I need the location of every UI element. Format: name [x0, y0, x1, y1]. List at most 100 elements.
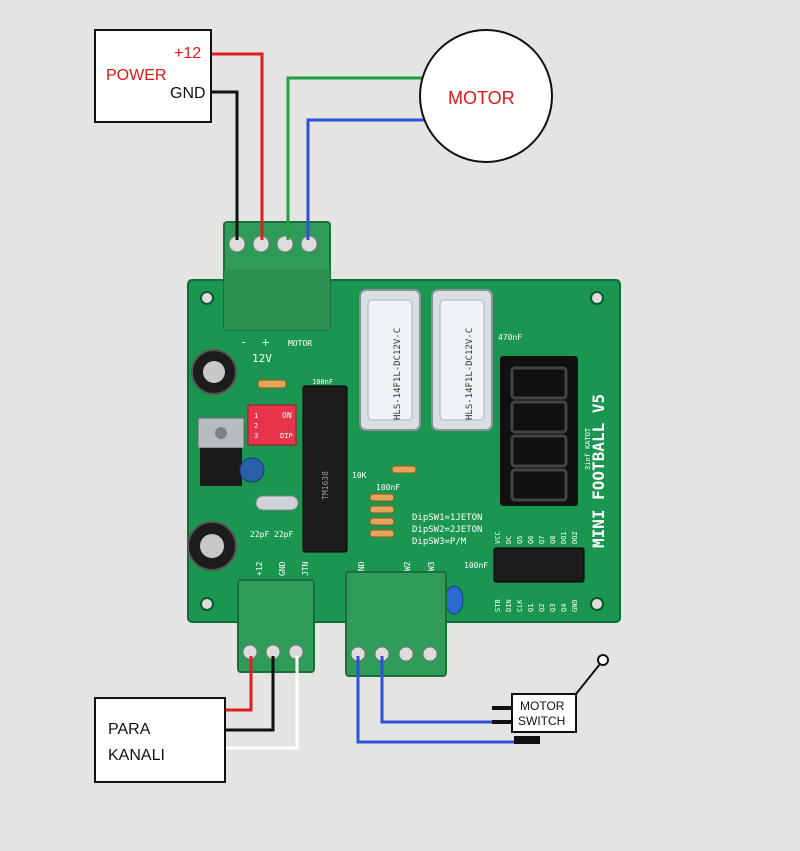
- screw-terminal: [276, 235, 294, 253]
- screw-terminal: [398, 646, 414, 662]
- small-capacitor: [239, 457, 265, 483]
- mcu-label: TM1638: [321, 471, 330, 500]
- mounting-hole: [590, 291, 604, 305]
- switch-lever: [575, 663, 601, 695]
- power-gnd-label: GND: [170, 85, 206, 102]
- pin-label-gnd-left: GND: [278, 561, 287, 576]
- pin-label-gnd-mid: GND: [357, 561, 366, 576]
- pin-label-jtn: JTN: [301, 561, 310, 576]
- motor-block: MOTOR: [419, 29, 553, 163]
- wire-para-white: [226, 656, 299, 750]
- display-pin-top: DO1: [560, 531, 568, 544]
- driver-chip: [493, 547, 585, 583]
- microcontroller-chip: TM1638: [302, 385, 348, 553]
- dip-note-3: DipSW3=P/M: [412, 537, 467, 547]
- relay-2-label: HLS-14F1L-DC12V-C: [465, 328, 475, 420]
- display-pin-bottom: Q3: [549, 604, 557, 612]
- display-pin-bottom: Q4: [560, 604, 568, 612]
- wire-switch-b: [356, 656, 514, 744]
- wires: [210, 52, 514, 750]
- terminal-minus-label: -: [240, 335, 247, 349]
- switch-pin: [492, 720, 512, 724]
- relay-1-label: HLS-14F1L-DC12V-C: [393, 328, 403, 420]
- small-capacitor: [444, 585, 464, 615]
- power-label: POWER: [106, 67, 166, 84]
- display-pin-top: Q7: [538, 536, 546, 544]
- dip-switch: ON DIP 1 2 3: [247, 404, 297, 446]
- electrolytic-capacitor: [187, 521, 237, 571]
- display-pin-bottom: STB: [494, 599, 502, 612]
- label-12v: 12V: [252, 352, 272, 365]
- mounting-hole: [200, 291, 214, 305]
- display-pin-top: DO2: [571, 531, 579, 544]
- power-block: POWER +12 GND: [94, 29, 212, 123]
- wire-power-gnd: [210, 90, 239, 240]
- label-470nf: 470nF: [498, 333, 522, 342]
- dip-notes: DipSW1=1JETON DipSW2=2JETON DipSW3=P/M: [412, 513, 482, 547]
- dip-note-1: DipSW1=1JETON: [412, 513, 482, 523]
- dip-mark-2: 2: [254, 422, 258, 430]
- wire-para-red: [226, 656, 253, 712]
- crystal: [255, 495, 299, 511]
- wire-power-plus: [210, 52, 264, 240]
- mounting-hole: [590, 597, 604, 611]
- display-pin-bottom: Q1: [527, 604, 535, 612]
- display-pin-bottom: DIN: [505, 599, 513, 612]
- resistor-array: [257, 379, 417, 538]
- display-pin-top: Q5: [516, 536, 524, 544]
- para-terminal: [237, 579, 315, 673]
- board-name: MINI FOOTBALL V5: [589, 394, 608, 548]
- pin-label-sw2: SW2: [403, 561, 412, 576]
- switch-pin: [492, 706, 512, 710]
- switch-pin: [514, 736, 540, 744]
- dip-note-2: DipSW2=2JETON: [412, 525, 482, 535]
- switch-terminal: [345, 571, 447, 677]
- label-22pf-a: 22pF: [250, 530, 269, 539]
- dip-dip-label: DIP: [280, 432, 293, 440]
- motor-label: MOTOR: [448, 88, 515, 108]
- label-22pf-b: 22pF: [274, 530, 293, 539]
- wire-switch-a: [380, 656, 514, 724]
- display-pin-top: Q8: [549, 536, 557, 544]
- wire-motor-b: [306, 118, 425, 240]
- seven-segment-display: 3inf KATOT: [500, 356, 592, 506]
- screw-terminal: [422, 646, 438, 662]
- motor-switch-line1: MOTOR: [520, 699, 565, 713]
- pcb-board: MINI FOOTBALL V5 HLS-14F1L-DC12V-C HLS-1…: [187, 279, 621, 623]
- dip-mark-3: 3: [254, 432, 258, 440]
- switch-roller: [597, 654, 609, 666]
- relay-1: HLS-14F1L-DC12V-C: [359, 289, 421, 431]
- display-note: 3inf KATOT: [584, 427, 592, 470]
- display-pin-bottom: Q2: [538, 604, 546, 612]
- power-motor-terminal: - + MOTOR: [223, 221, 331, 349]
- label-cap-100nf-a: 100nF: [312, 378, 333, 386]
- voltage-regulator: [197, 417, 245, 486]
- display-pin-bottom: GND: [571, 599, 579, 612]
- para-kanali-block: PARA KANALI: [94, 697, 226, 783]
- pin-label-sw3: SW3: [427, 561, 436, 576]
- para-label-line1: PARA: [108, 721, 151, 738]
- pin-label-plus12: +12: [255, 561, 264, 576]
- dip-on-label: ON: [282, 411, 292, 420]
- electrolytic-capacitor: [191, 349, 237, 395]
- wire-motor-a: [286, 76, 425, 240]
- motor-switch-line2: SWITCH: [518, 714, 565, 728]
- terminal-motor-label: MOTOR: [288, 339, 312, 348]
- display-pin-top: DC: [505, 536, 513, 544]
- motor-switch-block: MOTOR SWITCH: [492, 654, 609, 744]
- display-pin-top: VCC: [494, 531, 502, 544]
- para-label-line2: KANALI: [108, 747, 165, 764]
- terminal-plus-label: +: [262, 335, 269, 349]
- label-100nf-c: 100nF: [464, 561, 488, 570]
- power-plus-label: +12: [174, 45, 201, 62]
- label-10k: 10K: [352, 471, 367, 480]
- display-pin-top: Q6: [527, 536, 535, 544]
- relay-2: HLS-14F1L-DC12V-C: [431, 289, 493, 431]
- mounting-hole: [200, 597, 214, 611]
- label-100nf-b: 100nF: [376, 483, 400, 492]
- dip-mark-1: 1: [254, 412, 258, 420]
- wire-para-black: [226, 656, 275, 732]
